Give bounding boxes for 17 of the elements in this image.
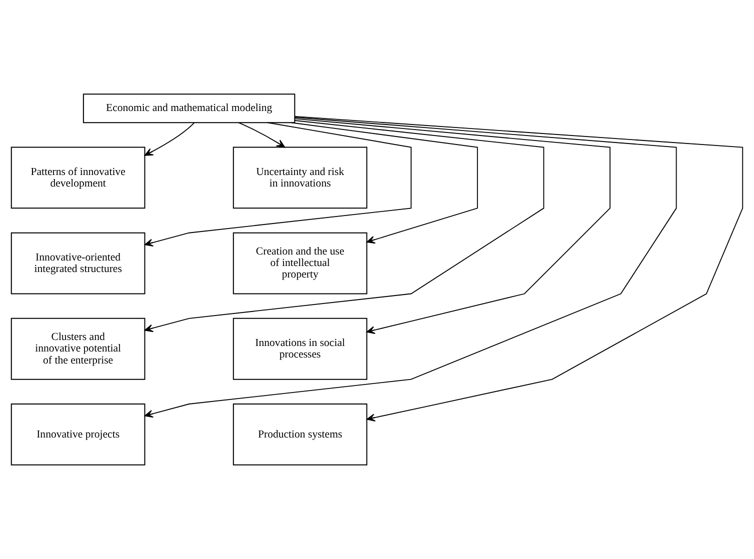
arrow <box>144 116 677 418</box>
node-box: Clusters and innovative potential of the enterprise <box>10 318 146 380</box>
arrow <box>238 122 286 148</box>
node-box: Innovative projects <box>10 404 146 466</box>
arrow <box>144 122 195 156</box>
arrow <box>290 122 478 244</box>
node-box: Uncertainty and risk in innovations <box>232 146 368 209</box>
arrow <box>294 116 744 422</box>
arrow <box>144 120 544 332</box>
node-box: Creation and the use of intellectual property <box>232 232 368 294</box>
node-box: Patterns of innovative development <box>10 146 146 209</box>
node-box: Production systems <box>232 404 368 466</box>
node-box: Economic and mathematical modeling <box>82 94 296 124</box>
arrow <box>294 118 610 334</box>
arrow <box>144 122 412 246</box>
node-box: Innovations in social processes <box>232 318 368 380</box>
node-box: Innovative-oriented integrated structures <box>10 232 146 294</box>
